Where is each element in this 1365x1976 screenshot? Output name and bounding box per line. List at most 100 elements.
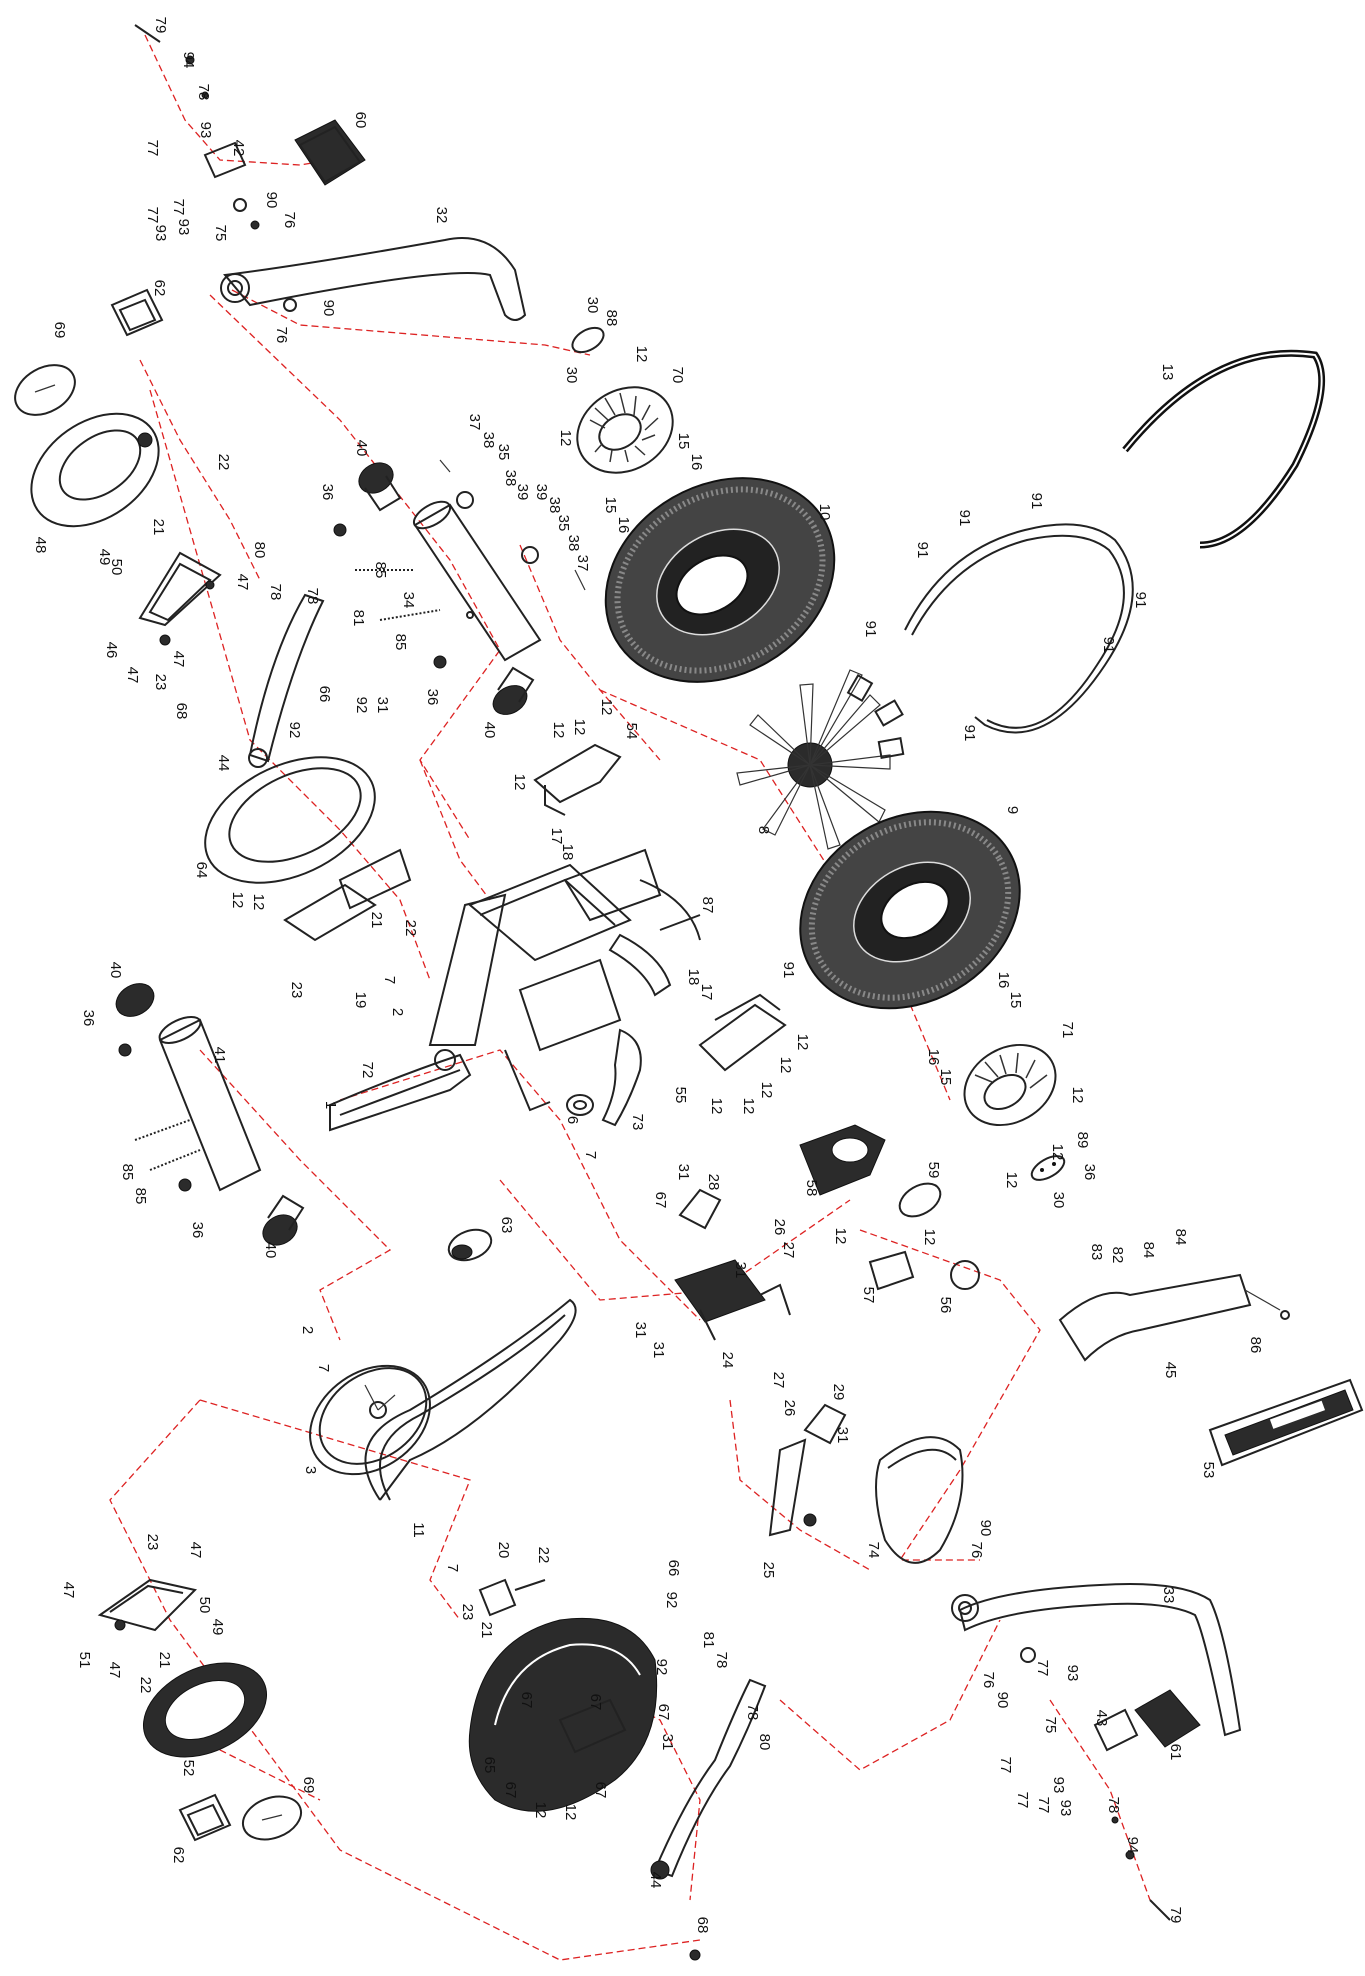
part-number-label: 40 xyxy=(481,722,498,739)
part-number-label: 47 xyxy=(187,1542,204,1559)
part-number-label: 90 xyxy=(977,1520,994,1537)
part-number-label: 64 xyxy=(193,862,210,879)
part-number-label: 31 xyxy=(650,1342,667,1359)
part-number-label: 21 xyxy=(478,1622,495,1639)
part-number-label: 12 xyxy=(921,1229,938,1246)
part-number-label: 12 xyxy=(708,1098,725,1115)
part-number-label: 67 xyxy=(518,1692,535,1709)
fan-wheel-9 xyxy=(799,810,1021,1010)
part-number-label: 36 xyxy=(424,689,441,706)
part-number-label: 60 xyxy=(352,112,369,129)
part-number-label: 88 xyxy=(603,310,620,327)
fan-blades-8 xyxy=(736,669,905,850)
part-number-label: 58 xyxy=(803,1180,820,1197)
part-number-label: 17 xyxy=(698,984,715,1001)
part-number-label: 93 xyxy=(197,122,214,139)
part-number-label: 7 xyxy=(444,1564,461,1572)
part-number-label: 20 xyxy=(495,1542,512,1559)
part-number-label: 29 xyxy=(830,1384,847,1401)
cover-disc-69-lower xyxy=(241,1795,303,1841)
part-number-label: 15 xyxy=(602,497,619,514)
part-number-label: 75 xyxy=(212,225,229,242)
part-number-label: 16 xyxy=(995,972,1012,989)
part-number-label: 85 xyxy=(372,562,389,579)
part-number-label: 12 xyxy=(1069,1087,1086,1104)
part-number-label: 38 xyxy=(480,432,497,449)
part-number-label: 22 xyxy=(402,920,419,937)
part-number-label: 49 xyxy=(209,1619,226,1636)
part-number-label: 44 xyxy=(647,1872,664,1889)
part-number-label: 65 xyxy=(481,1757,498,1774)
cap-63 xyxy=(447,1228,493,1262)
crank-link-51 xyxy=(97,1578,197,1632)
guard-strip-13 xyxy=(1122,349,1326,549)
part-number-label: 81 xyxy=(700,1632,717,1649)
part-number-label: 21 xyxy=(150,519,167,536)
part-number-label: 16 xyxy=(688,454,705,471)
belt-cover-73 xyxy=(601,1028,642,1127)
handle-tube-41 xyxy=(158,1016,262,1192)
seat-74 xyxy=(875,1436,964,1564)
bolts-85 xyxy=(355,569,441,621)
bolts-85-lower xyxy=(134,1119,201,1171)
part-number-label: 15 xyxy=(675,433,692,450)
pad-57 xyxy=(868,1250,915,1291)
part-number-label: 7 xyxy=(381,976,398,984)
part-number-label: 25 xyxy=(760,1562,777,1579)
part-number-label: 38 xyxy=(546,497,563,514)
handlebar-arm-32 xyxy=(220,237,527,321)
part-number-label: 30 xyxy=(1050,1192,1067,1209)
part-number-label: 2 xyxy=(299,1326,316,1334)
part-number-label: 80 xyxy=(756,1734,773,1751)
part-number-label: 36 xyxy=(80,1010,97,1027)
part-number-label: 67 xyxy=(652,1192,669,1209)
part-number-label: 77 xyxy=(1035,1797,1052,1814)
part-number-label: 91 xyxy=(1100,637,1117,654)
part-number-label: 36 xyxy=(189,1222,206,1239)
part-number-label: 23 xyxy=(288,982,305,999)
part-number-label: 77 xyxy=(170,199,187,216)
part-number-label: 93 xyxy=(1064,1665,1081,1682)
cap-36-mid xyxy=(433,655,447,669)
guard-rail-91 xyxy=(904,523,1134,734)
part-number-label: 23 xyxy=(152,674,169,691)
part-number-label: 67 xyxy=(587,1694,604,1711)
part-number-label: 87 xyxy=(699,897,716,914)
part-number-label: 77 xyxy=(1014,1792,1031,1809)
part-number-label: 12 xyxy=(557,430,574,447)
part-number-label: 85 xyxy=(132,1188,149,1205)
part-number-label: 56 xyxy=(937,1297,954,1314)
part-number-label: 12 xyxy=(777,1057,794,1074)
part-number-label: 90 xyxy=(320,300,337,317)
part-number-label: 32 xyxy=(433,207,450,224)
part-number-label: 89 xyxy=(1074,1132,1091,1149)
part-number-label: 92 xyxy=(286,722,303,739)
part-number-label: 47 xyxy=(124,667,141,684)
part-number-label: 92 xyxy=(353,697,370,714)
pedal-60 xyxy=(294,119,366,186)
part-number-label: 12 xyxy=(1049,1144,1066,1161)
part-number-label: 77 xyxy=(1034,1660,1051,1677)
part-number-label: 54 xyxy=(623,723,640,740)
bracket-28 xyxy=(678,1188,722,1230)
part-number-label: 67 xyxy=(592,1782,609,1799)
part-number-label: 18 xyxy=(685,969,702,986)
part-number-label: 59 xyxy=(925,1162,942,1179)
part-number-label: 33 xyxy=(1160,1587,1177,1604)
part-number-label: 31 xyxy=(632,1322,649,1339)
part-number-label: 92 xyxy=(663,1592,680,1609)
part-number-label: 84 xyxy=(1172,1229,1189,1246)
part-number-label: 22 xyxy=(535,1547,552,1564)
part-number-label: 9 xyxy=(1004,806,1021,814)
part-number-label: 42 xyxy=(230,140,247,157)
part-number-label: 49 xyxy=(96,549,113,566)
bracket-20 xyxy=(478,1578,546,1617)
part-number-label: 86 xyxy=(1247,1337,1264,1354)
part-number-label: 12 xyxy=(229,892,246,909)
part-number-label: 78 xyxy=(267,584,284,601)
hardware-lower-right xyxy=(1020,1647,1171,1921)
part-number-label: 3 xyxy=(302,1466,319,1474)
cap-56 xyxy=(950,1260,980,1290)
part-number-label: 22 xyxy=(215,454,232,471)
